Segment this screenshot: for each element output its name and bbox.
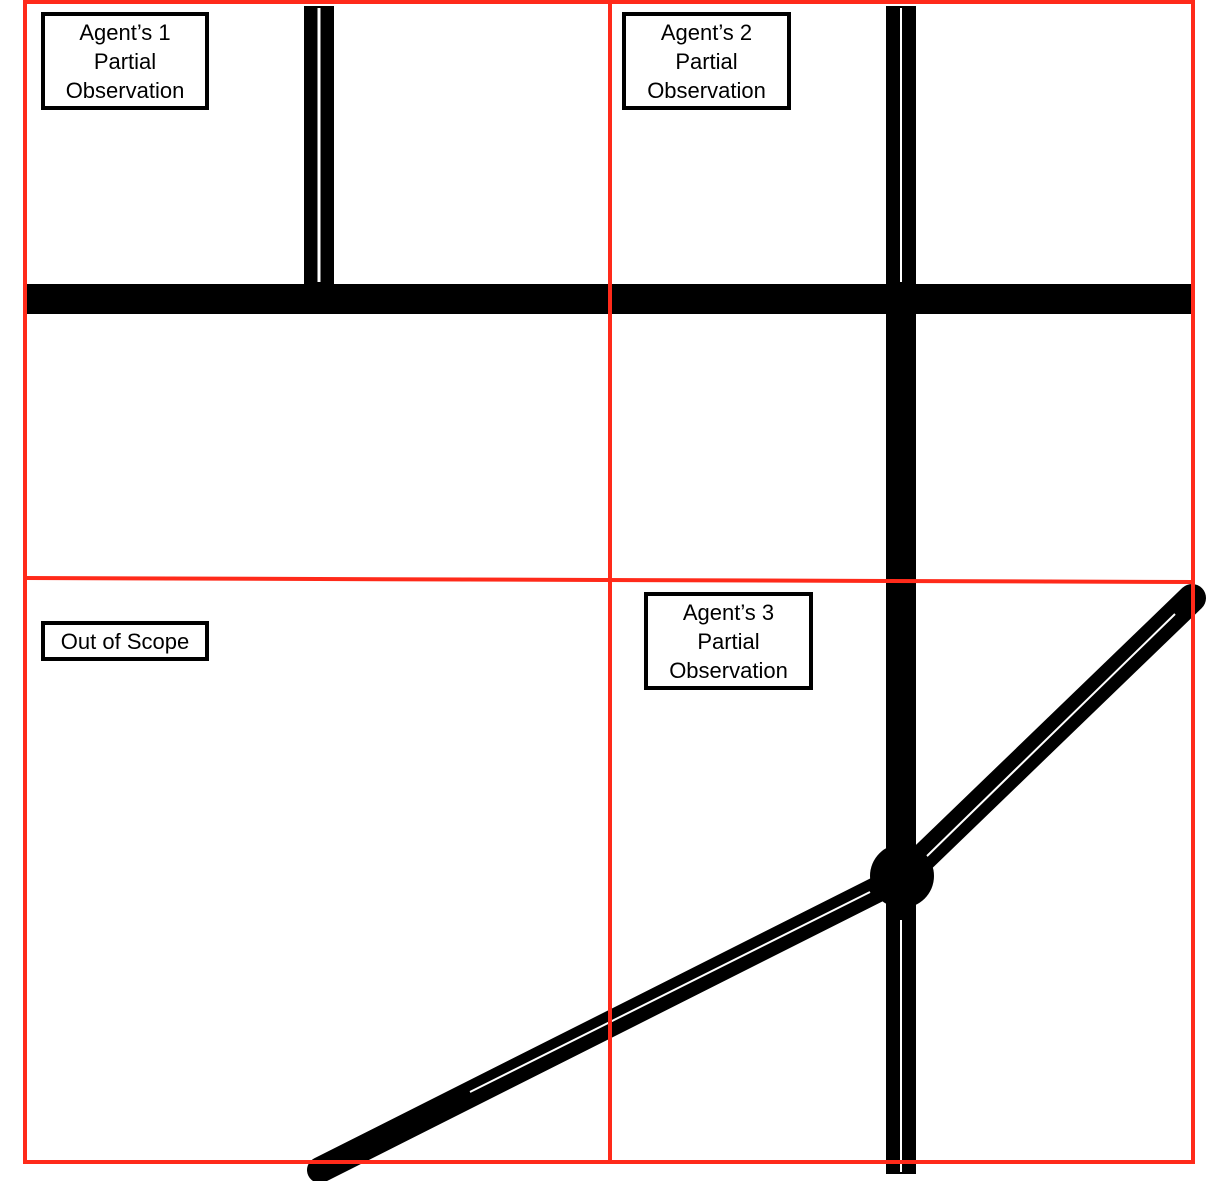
agent-1-observation-label: Agent’s 1 Partial Observation bbox=[41, 12, 209, 110]
diagonal-road-upper-centerline bbox=[924, 613, 1176, 859]
agent-2-label-line-1: Agent’s 2 bbox=[660, 19, 753, 45]
agent-2-label-line-3: Observation bbox=[647, 77, 766, 103]
agent-1-label-line-2: Partial bbox=[93, 48, 157, 74]
out-of-scope-label-line-1: Out of Scope bbox=[60, 628, 190, 654]
agent-1-label-line-1: Agent’s 1 bbox=[79, 19, 171, 45]
observation-grid bbox=[23, 0, 1195, 1164]
agent-3-label-line-3: Observation bbox=[669, 657, 788, 683]
agent-2-observation-label: Agent’s 2 Partial Observation bbox=[622, 12, 791, 110]
grid-horizontal-divider bbox=[24, 576, 1194, 584]
diagonal-road-lower-centerline bbox=[469, 891, 871, 1093]
agent-3-label-line-2: Partial bbox=[697, 628, 760, 654]
agent-3-observation-label: Agent’s 3 Partial Observation bbox=[644, 592, 813, 690]
road-junction bbox=[870, 844, 934, 908]
agent-1-label-line-3: Observation bbox=[65, 77, 185, 103]
out-of-scope-label: Out of Scope bbox=[41, 621, 209, 661]
agent-2-label-line-2: Partial bbox=[675, 48, 738, 74]
agent-3-label-line-1: Agent’s 3 bbox=[682, 599, 775, 625]
